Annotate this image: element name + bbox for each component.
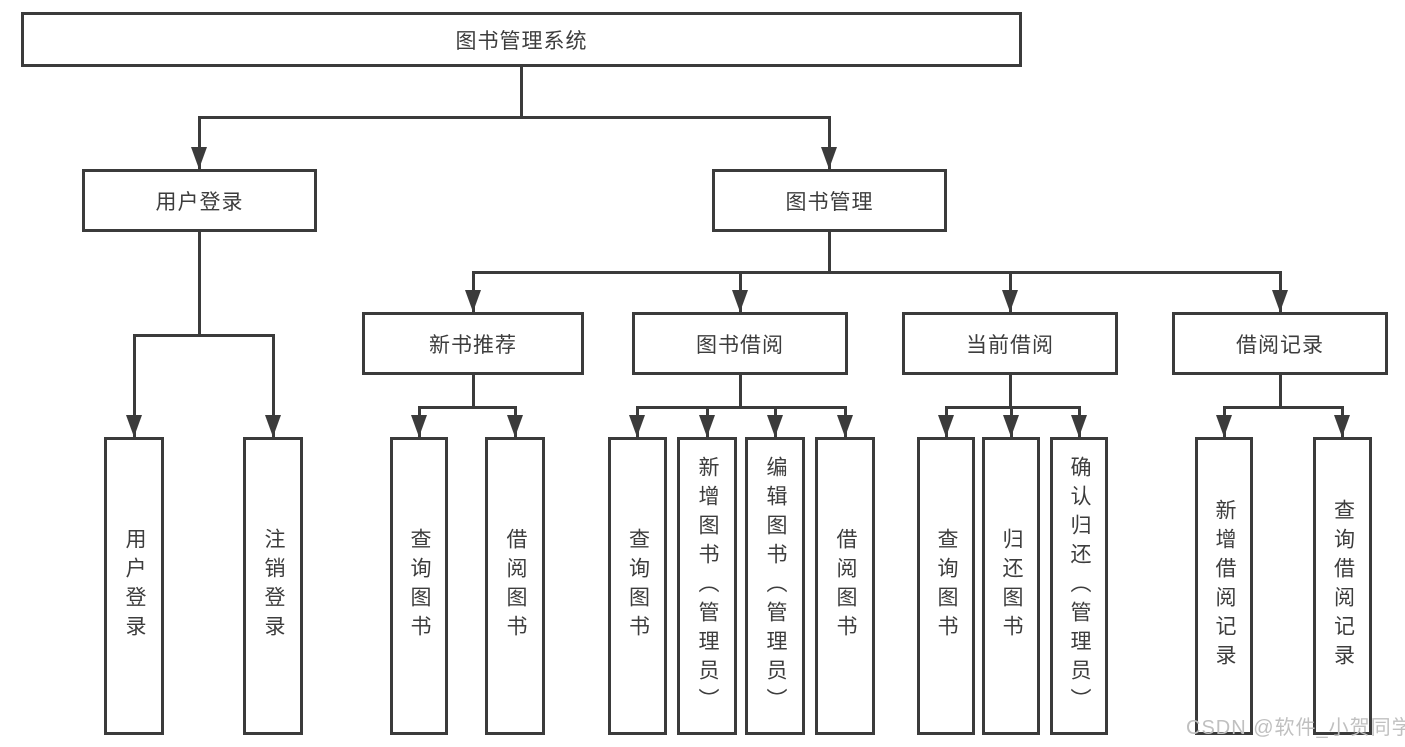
- connector-line: [739, 375, 742, 409]
- arrowhead: [732, 290, 748, 312]
- arrowhead: [938, 415, 954, 437]
- node-root: 图书管理系统: [21, 12, 1022, 67]
- arrowhead: [1002, 290, 1018, 312]
- arrowhead: [767, 415, 783, 437]
- node-bb-borrow: 借阅图书: [815, 437, 875, 735]
- node-new-book-rec-label: 新书推荐: [429, 333, 517, 357]
- node-bb-add-label: 新增图书（管理员）: [696, 455, 719, 717]
- node-bb-query-label: 查询图书: [626, 528, 650, 644]
- node-bb-edit: 编辑图书（管理员）: [745, 437, 805, 735]
- node-cb-query-label: 查询图书: [935, 528, 958, 644]
- node-cb-query: 查询图书: [917, 437, 975, 735]
- node-bb-add: 新增图书（管理员）: [677, 437, 737, 735]
- connector-line: [418, 406, 517, 409]
- arrowhead: [821, 147, 837, 169]
- node-nbr-borrow: 借阅图书: [485, 437, 545, 735]
- node-book-borrow: 图书借阅: [632, 312, 848, 375]
- node-borrow-record-label: 借阅记录: [1236, 333, 1324, 357]
- arrowhead: [1272, 290, 1288, 312]
- node-br-query-label: 查询借阅记录: [1331, 499, 1355, 673]
- arrowhead: [191, 147, 207, 169]
- connector-line: [472, 271, 1282, 274]
- node-br-add-label: 新增借阅记录: [1213, 499, 1236, 673]
- node-nbr-query: 查询图书: [390, 437, 448, 735]
- connector-line: [272, 335, 275, 437]
- node-cb-confirm-label: 确认归还（管理员）: [1068, 455, 1091, 717]
- node-borrow-record: 借阅记录: [1172, 312, 1388, 375]
- connector-line: [1223, 406, 1344, 409]
- connector-line: [945, 406, 1081, 409]
- node-new-book-rec: 新书推荐: [362, 312, 584, 375]
- connector-line: [133, 335, 136, 437]
- node-current-borrow: 当前借阅: [902, 312, 1118, 375]
- node-ul-logout: 注销登录: [243, 437, 303, 735]
- node-ul-logout-label: 注销登录: [262, 528, 285, 644]
- node-user-login-label: 用户登录: [155, 190, 244, 214]
- node-ul-user-login: 用户登录: [104, 437, 164, 735]
- arrowhead: [507, 415, 523, 437]
- connector-line: [636, 406, 847, 409]
- arrowhead: [1071, 415, 1087, 437]
- node-root-label: 图书管理系统: [455, 29, 588, 53]
- connector-line: [828, 117, 831, 169]
- connector-line: [198, 116, 831, 119]
- node-bb-query: 查询图书: [608, 437, 667, 735]
- node-br-query: 查询借阅记录: [1313, 437, 1372, 735]
- node-book-borrow-label: 图书借阅: [696, 333, 784, 357]
- node-book-mgmt-label: 图书管理: [785, 190, 874, 214]
- connector-line: [198, 117, 201, 169]
- node-nbr-query-label: 查询图书: [408, 528, 431, 644]
- connector-line: [472, 375, 475, 409]
- node-br-add: 新增借阅记录: [1195, 437, 1253, 735]
- connector-line: [520, 67, 523, 119]
- arrowhead: [1003, 415, 1019, 437]
- node-bb-borrow-label: 借阅图书: [834, 528, 857, 644]
- node-cb-return-label: 归还图书: [1000, 528, 1023, 644]
- arrowhead: [1216, 415, 1232, 437]
- watermark: CSDN @软件_小贺同学: [1186, 717, 1405, 739]
- connector-line: [828, 232, 831, 274]
- arrowhead: [1334, 415, 1350, 437]
- connector-line: [198, 232, 201, 337]
- arrowhead: [837, 415, 853, 437]
- node-cb-confirm: 确认归还（管理员）: [1050, 437, 1108, 735]
- arrowhead: [465, 290, 481, 312]
- connector-line: [133, 334, 275, 337]
- arrowhead: [699, 415, 715, 437]
- node-user-login: 用户登录: [82, 169, 317, 232]
- arrowhead: [265, 415, 281, 437]
- node-current-borrow-label: 当前借阅: [966, 333, 1054, 357]
- node-ul-user-login-label: 用户登录: [123, 528, 146, 644]
- arrowhead: [126, 415, 142, 437]
- arrowhead: [629, 415, 645, 437]
- node-nbr-borrow-label: 借阅图书: [504, 528, 527, 644]
- arrowhead: [411, 415, 427, 437]
- node-cb-return: 归还图书: [982, 437, 1040, 735]
- connector-line: [1009, 375, 1012, 409]
- connector-line: [1279, 375, 1282, 409]
- node-bb-edit-label: 编辑图书（管理员）: [764, 455, 787, 717]
- node-book-mgmt: 图书管理: [712, 169, 947, 232]
